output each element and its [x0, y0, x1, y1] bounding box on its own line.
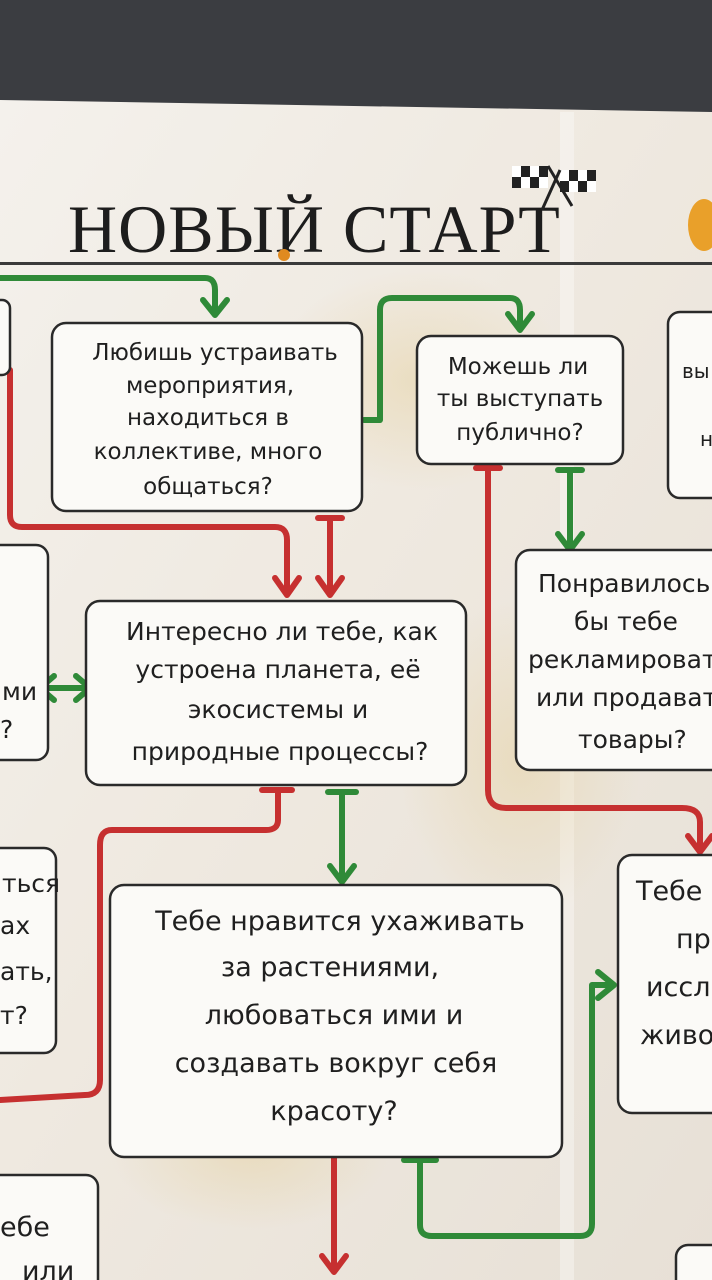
question-line: или продавать: [536, 683, 712, 712]
question-line: пр: [676, 924, 711, 955]
question-line: Интересно ли тебе, как: [126, 617, 438, 646]
question-line: живо: [640, 1020, 712, 1051]
fragment-text: вы: [682, 359, 710, 383]
fragment-text: ться: [2, 869, 60, 898]
green-arrow-to-q2: [361, 295, 523, 423]
red-arrow-q3-left: [0, 787, 281, 1103]
partial-box-low-left: ться ах ать, т?: [0, 846, 60, 1055]
question-box-planet: Интересно ли тебе, как устроена планета,…: [84, 599, 468, 787]
checkered-flags-icon: [512, 165, 596, 211]
question-line: Любишь устраивать: [92, 340, 338, 366]
question-line: создавать вокруг себя: [175, 1048, 498, 1079]
question-line: устроена планета, её: [135, 655, 420, 684]
question-line: товары?: [578, 725, 687, 754]
poster-title: НОВЫЙ СТАРТ: [68, 191, 561, 267]
gold-decoration: [688, 199, 712, 251]
question-line: мероприятия,: [126, 373, 294, 399]
question-line: Тебе: [635, 876, 702, 907]
fragment-text: ми: [2, 677, 37, 706]
question-line: находиться в: [127, 405, 289, 431]
partial-box-bottom-left: ебе или: [0, 1173, 100, 1280]
fragment-text: ать,: [0, 957, 53, 986]
fragment-text: т?: [0, 1001, 28, 1030]
red-arrow-left-loop: [7, 367, 290, 593]
title-underline: [0, 262, 712, 265]
partial-box-mid-left: ми ?: [0, 543, 50, 762]
question-line: бы тебе: [574, 607, 678, 636]
question-box-research-partial: Тебе пр иссл живо: [616, 853, 712, 1115]
partial-box-top-right: вы н: [666, 310, 712, 500]
question-box-plants: Тебе нравится ухаживать за растениями, л…: [108, 883, 564, 1159]
question-line: экосистемы и: [188, 695, 369, 724]
question-line: рекламировать: [528, 645, 712, 674]
question-line: за растениями,: [221, 952, 439, 983]
fragment-text: ?: [0, 715, 13, 744]
red-arrow-q2-right: [485, 465, 703, 853]
question-line: иссл: [646, 972, 711, 1003]
question-line: красоту?: [270, 1096, 397, 1127]
partial-box-bottom-right: [674, 1243, 712, 1280]
fragment-text: ах: [0, 911, 30, 940]
fragment-text: н: [700, 427, 712, 451]
partial-box-top-left: [0, 298, 12, 377]
green-arrow-q5-right: [417, 982, 615, 1239]
question-line: Тебе нравится ухаживать: [154, 906, 525, 937]
fragment-text: ебе: [0, 1212, 50, 1243]
question-line: Можешь ли: [448, 354, 588, 380]
question-line: ты выступать: [437, 386, 603, 412]
question-line: коллективе, много: [94, 439, 323, 465]
question-box-events: Любишь устраивать мероприятия, находитьс…: [50, 321, 364, 513]
question-line: публично?: [456, 420, 583, 446]
question-box-advertising: Понравилось бы тебе рекламировать или пр…: [514, 548, 712, 772]
fragment-text: или: [22, 1256, 74, 1280]
question-box-public-speaking: Можешь ли ты выступать публично?: [415, 334, 625, 466]
question-line: любоваться ими и: [205, 1000, 464, 1031]
green-arrow-top-left: [0, 275, 218, 315]
question-line: общаться?: [143, 474, 273, 500]
question-line: Понравилось: [538, 569, 710, 598]
question-line: природные процессы?: [132, 737, 429, 766]
